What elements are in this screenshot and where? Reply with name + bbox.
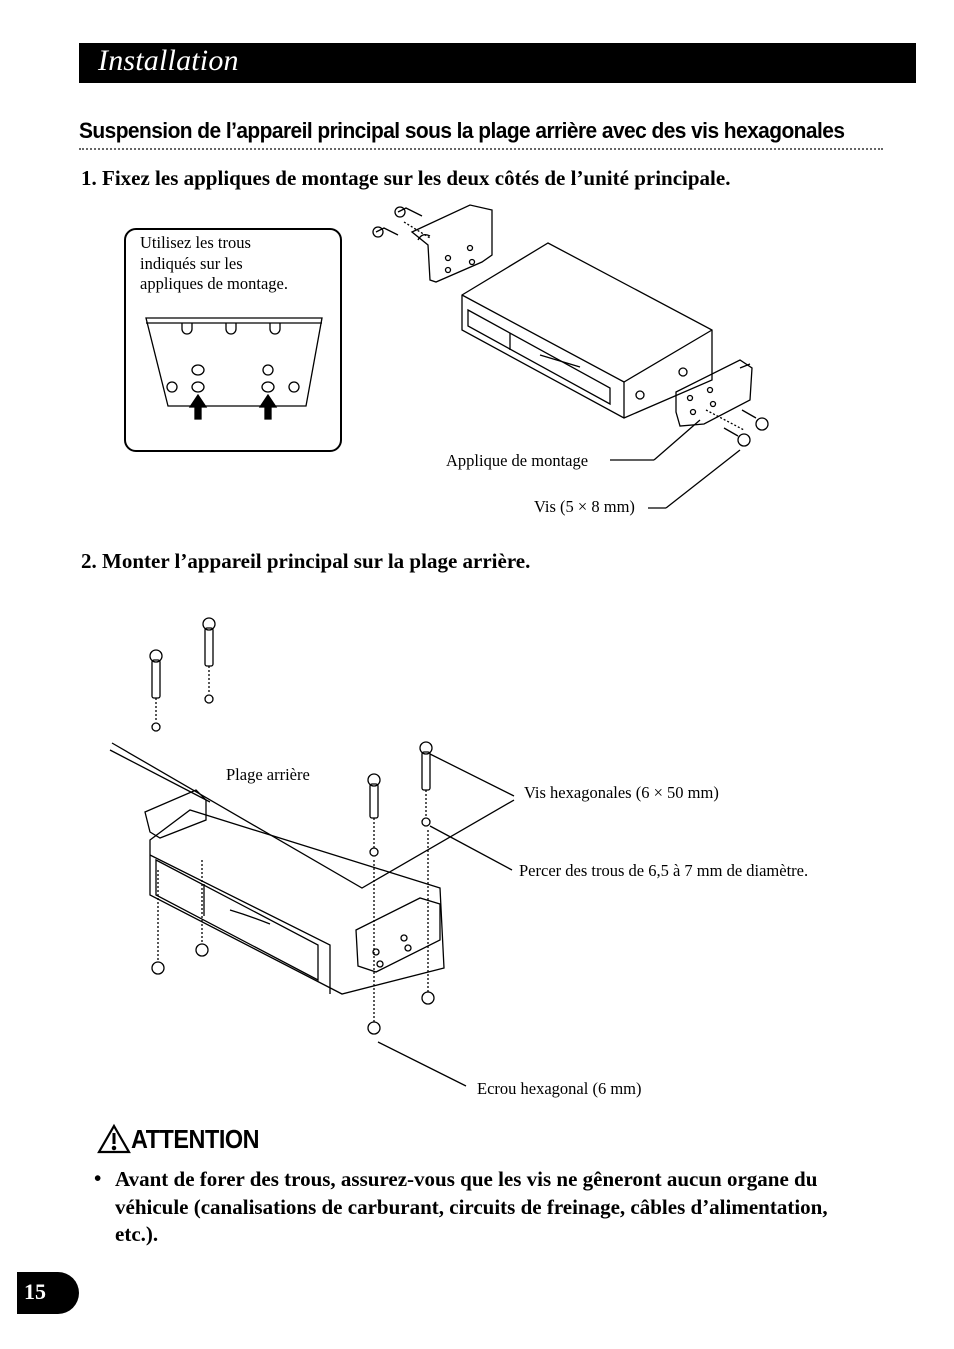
shelf-mount-figure-2 — [109, 617, 515, 1087]
label-hex-nut: Ecrou hexagonal (6 mm) — [477, 1079, 642, 1098]
attention-text: Avant de forer des trous, assurez-vous q… — [115, 1167, 828, 1246]
page-number: 15 — [24, 1279, 46, 1304]
section-title: Suspension de l’appareil principal sous … — [79, 118, 845, 143]
label-screw: Vis (5 × 8 mm) — [534, 497, 635, 516]
callout-line-2: indiqués sur les — [140, 253, 243, 273]
page-number-badge — [17, 1272, 79, 1314]
bullet-marker: • — [94, 1166, 102, 1190]
section-divider — [79, 148, 883, 150]
label-mounting-bracket: Applique de montage — [446, 451, 589, 470]
callout-text: Utilisez les trous indiqués sur les appl… — [140, 233, 288, 295]
warning-triangle-icon — [97, 1123, 131, 1154]
step-2-instruction: 2. Monter l’appareil principal sur la pl… — [81, 549, 531, 573]
label-rear-shelf: Plage arrière — [226, 765, 310, 784]
callout-box — [124, 228, 342, 452]
header-bar — [79, 43, 916, 83]
attention-heading: ATTENTION — [131, 1124, 260, 1154]
page-header-title: Installation — [98, 44, 239, 77]
label-hex-screws: Vis hexagonales (6 × 50 mm) — [524, 783, 719, 802]
step-1-instruction: 1. Fixez les appliques de montage sur le… — [81, 166, 731, 190]
callout-line-1: Utilisez les trous — [140, 233, 251, 252]
main-unit-figure-1 — [372, 204, 769, 509]
callout-line-3: appliques de montage. — [140, 274, 289, 293]
bracket-hole-detail — [145, 317, 323, 420]
label-drill-holes: Percer des trous de 6,5 à 7 mm de diamèt… — [519, 861, 809, 880]
